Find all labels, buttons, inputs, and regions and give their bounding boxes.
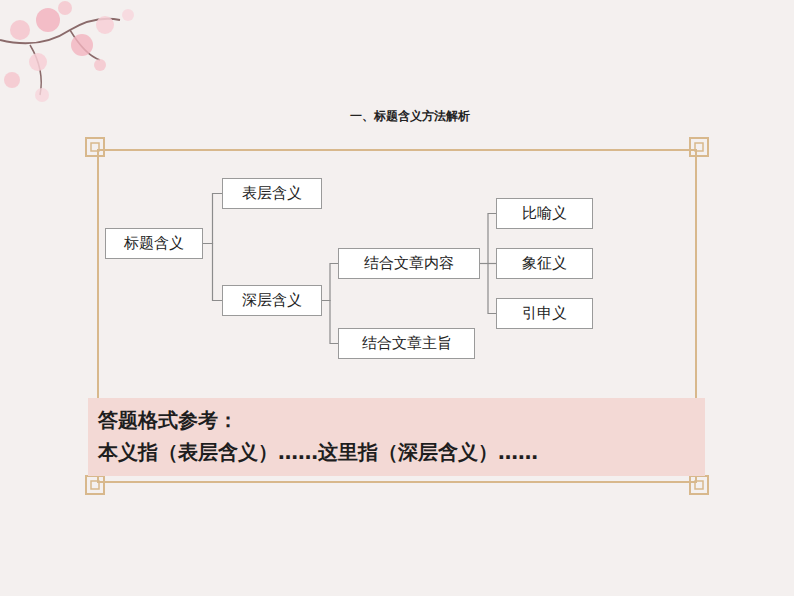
answer-format-band: 答题格式参考：本义指（表层含义）……这里指（深层含义）……	[88, 398, 705, 476]
node-label: 表层含义	[242, 184, 302, 203]
leaf-box: 引申义	[496, 298, 593, 329]
tree-connector	[322, 264, 338, 301]
leaf-box: 比喻义	[496, 198, 593, 229]
cherry-blossom	[0, 1, 134, 102]
tree-connector	[203, 244, 222, 301]
node-label: 结合文章主旨	[362, 334, 452, 353]
band-heading: 答题格式参考：	[98, 404, 695, 436]
tree-connector	[480, 264, 496, 314]
sub-box: 结合文章内容	[338, 248, 480, 279]
leaf-box: 象征义	[496, 248, 593, 279]
slide-title: 一、标题含义方法解析	[0, 108, 794, 125]
frame	[86, 138, 708, 494]
tree-connector	[480, 214, 496, 264]
sub-box: 结合文章主旨	[338, 328, 475, 359]
node-label: 结合文章内容	[364, 254, 454, 273]
root-box: 标题含义	[105, 228, 203, 259]
node-label: 深层含义	[242, 291, 302, 310]
node-label: 引申义	[522, 304, 567, 323]
answer-template: 本义指（表层含义）……这里指（深层含义）……	[98, 436, 695, 468]
tree-connector	[203, 194, 222, 244]
node-label: 象征义	[522, 254, 567, 273]
branch-box: 深层含义	[222, 285, 322, 316]
node-label: 比喻义	[522, 204, 567, 223]
node-label: 标题含义	[124, 234, 184, 253]
tree-connector	[322, 301, 338, 344]
branch-box: 表层含义	[222, 178, 322, 209]
